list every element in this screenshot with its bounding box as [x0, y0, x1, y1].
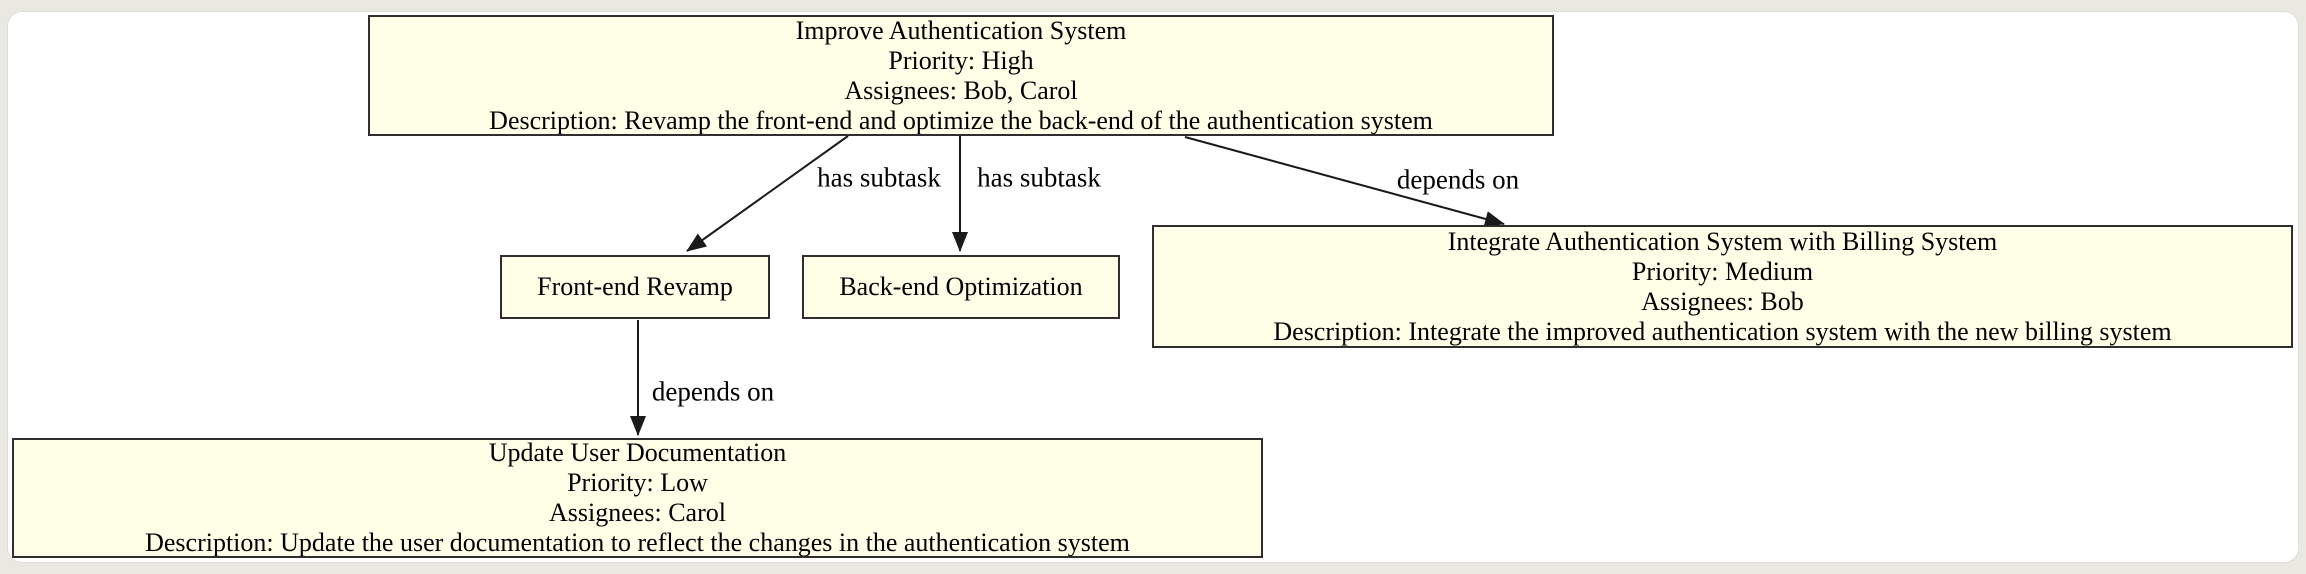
node-description: Description: Revamp the front-end and op… — [489, 105, 1433, 135]
node-priority: Priority: Low — [567, 468, 708, 497]
node-title: Back-end Optimization — [839, 272, 1083, 301]
node-title: Integrate Authentication System with Bil… — [1447, 226, 1998, 256]
node-title: Update User Documentation — [488, 438, 787, 467]
node-update-docs: Update User Documentation Priority: Low … — [12, 438, 1263, 558]
node-priority: Priority: Medium — [1631, 256, 1814, 286]
edge-label-has-subtask-backend: has subtask — [977, 162, 1101, 193]
node-frontend-revamp: Front-end Revamp — [500, 255, 770, 319]
node-title: Front-end Revamp — [537, 272, 733, 301]
node-assignees: Assignees: Bob, Carol — [844, 75, 1078, 105]
node-description: Description: Update the user documentati… — [145, 528, 1130, 557]
node-description: Description: Integrate the improved auth… — [1273, 316, 2172, 346]
node-integrate-billing: Integrate Authentication System with Bil… — [1152, 225, 2293, 348]
node-title: Improve Authentication System — [795, 15, 1127, 45]
node-backend-optimization: Back-end Optimization — [802, 255, 1120, 319]
node-improve-auth: Improve Authentication System Priority: … — [368, 15, 1554, 136]
edge-label-depends-on-integrate: depends on — [1396, 164, 1520, 195]
edge-label-has-subtask-frontend: has subtask — [817, 162, 941, 193]
node-assignees: Assignees: Carol — [549, 498, 726, 527]
node-priority: Priority: High — [888, 45, 1034, 75]
node-assignees: Assignees: Bob — [1641, 286, 1804, 316]
edge-label-depends-on-update-docs: depends on — [651, 376, 775, 407]
